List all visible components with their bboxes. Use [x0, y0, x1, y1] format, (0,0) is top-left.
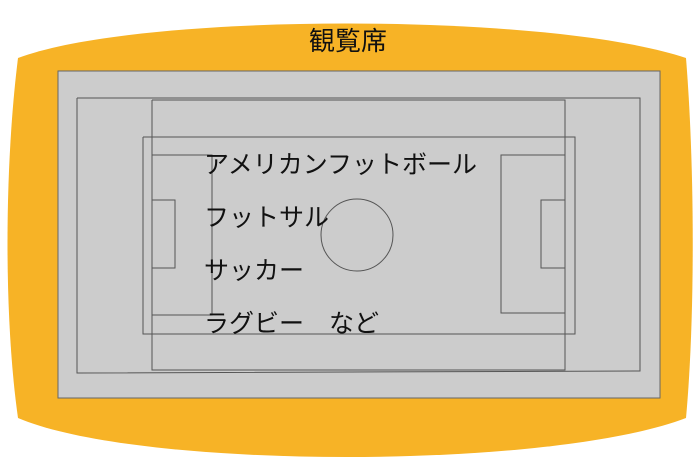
left-goal-area	[151, 199, 176, 269]
right-goal-area	[540, 199, 566, 269]
pitch-outline	[142, 136, 576, 335]
field-boundary-line	[76, 97, 641, 374]
center-circle	[320, 198, 394, 272]
sport-label-futsal: フットサル	[204, 203, 329, 232]
sport-label-american-football: アメリカンフットボール	[204, 150, 477, 179]
sport-label-rugby-etc: ラグビー など	[204, 309, 379, 338]
sport-label-soccer: サッカー	[204, 256, 304, 285]
stands-label: 観覧席	[309, 27, 387, 57]
field-outer	[57, 70, 661, 399]
